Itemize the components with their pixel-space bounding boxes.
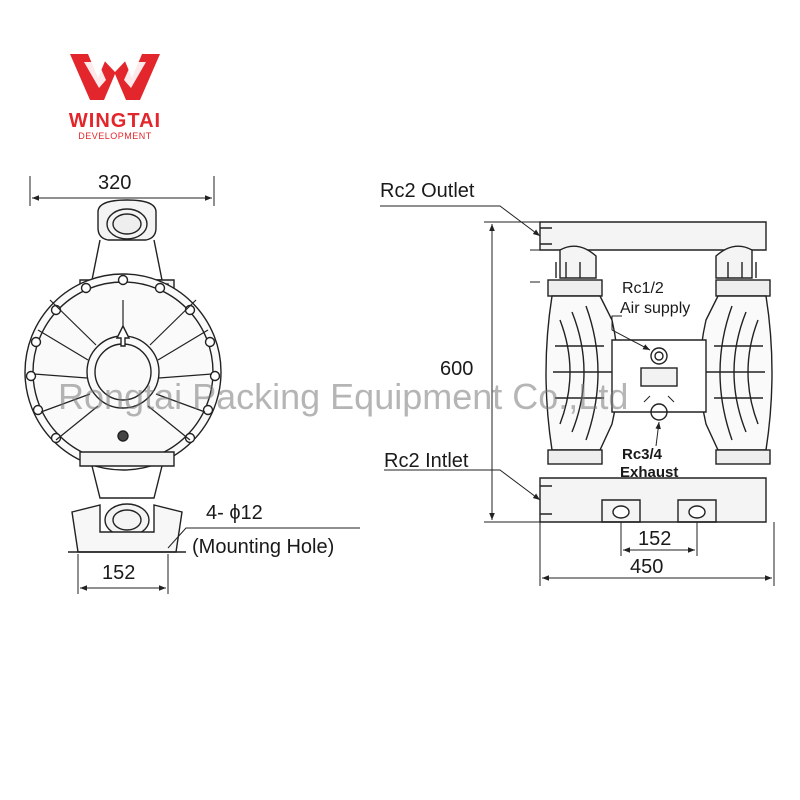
side-width-dimension: 450	[630, 556, 664, 578]
brand-name: WINGTAI	[68, 110, 162, 132]
mounting-hole-size: 4- ϕ12	[206, 502, 263, 524]
inlet-label: Rc2 Intlet	[384, 450, 469, 472]
mounting-hole-note: (Mounting Hole)	[192, 536, 335, 558]
front-mount-spacing-dimension: 152	[102, 562, 136, 584]
air-supply-size: Rc1/2	[622, 280, 664, 297]
air-supply-label: Air supply	[620, 300, 691, 317]
front-view	[24, 176, 360, 594]
brand-subtitle: DEVELOPMENT	[78, 131, 152, 141]
outlet-label: Rc2 Outlet	[380, 180, 475, 202]
logo-mark-icon	[70, 54, 160, 100]
watermark-text: Rongtai Packing Equipment Co.,Ltd	[58, 376, 629, 417]
side-view	[380, 205, 775, 586]
exhaust-size: Rc3/4	[622, 446, 663, 463]
exhaust-label: Exhaust	[620, 464, 679, 481]
front-width-dimension: 320	[98, 172, 132, 194]
height-dimension: 600	[440, 358, 474, 380]
side-foot-spacing-dimension: 152	[638, 528, 672, 550]
brand-logo: WINGTAI DEVELOPMENT	[54, 48, 176, 144]
